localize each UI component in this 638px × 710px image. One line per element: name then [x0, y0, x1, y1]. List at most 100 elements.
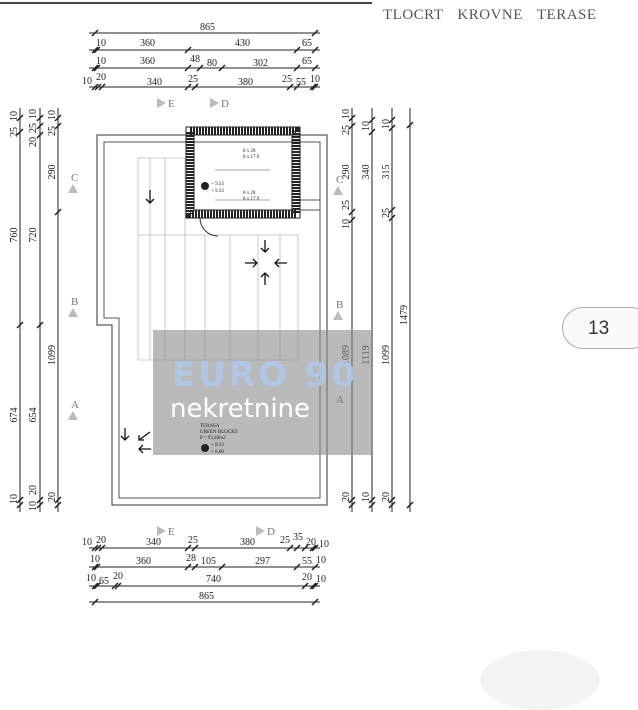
- level-label: + 8.33: [211, 443, 224, 448]
- roof-inner-edge: [103, 141, 321, 499]
- stair-label: 8 x 28: [243, 149, 256, 154]
- dimension-tick: [191, 544, 199, 552]
- svg-text:E: E: [168, 526, 175, 538]
- dimension-tick: [91, 582, 99, 590]
- dimension-tick: [388, 124, 396, 132]
- background-shape: [480, 650, 600, 710]
- section-marker: A: [68, 399, 79, 420]
- dimension-tick: [196, 64, 204, 72]
- dimension-tick: [348, 114, 356, 122]
- dimension-tick: [91, 83, 99, 91]
- dimension-tick: [16, 128, 24, 136]
- dimension-label: 35: [293, 532, 303, 543]
- dimension-label: 10: [28, 109, 39, 119]
- dimension-label: 65: [302, 38, 312, 49]
- dimension-label: 25: [9, 127, 20, 137]
- dimension-label: 1099: [381, 345, 392, 365]
- dimension-label: 20: [341, 492, 352, 502]
- dimension-label: 720: [28, 228, 39, 243]
- svg-text:B: B: [336, 299, 343, 311]
- dimension-label: 340: [147, 77, 162, 88]
- door-swing: [199, 217, 219, 237]
- roof-outer-edge: [96, 134, 328, 506]
- dimension-tick: [91, 64, 99, 72]
- svg-text:A: A: [71, 399, 79, 411]
- dimension-tick: [94, 544, 102, 552]
- dimension-label: 25: [381, 208, 392, 218]
- dimension-tick: [293, 544, 301, 552]
- section-marker: E: [157, 98, 175, 110]
- dimension-label: 20: [96, 72, 106, 83]
- dimension-label: 674: [9, 408, 20, 423]
- section-marker: A: [333, 394, 344, 415]
- dimension-tick: [91, 598, 99, 606]
- dimension-label: 10: [82, 537, 92, 548]
- dimension-tick: [388, 214, 396, 222]
- watermark-subtitle: nekretnine: [170, 394, 310, 424]
- slope-arrows-icon: [120, 190, 287, 454]
- dimension-label: 10: [96, 56, 106, 67]
- dimension-tick: [388, 206, 396, 214]
- dimension-label: 1099: [47, 345, 58, 365]
- dimension-tick: [388, 496, 396, 504]
- dimension-tick: [36, 131, 44, 139]
- dimension-tick: [368, 128, 376, 136]
- dimension-tick: [311, 563, 319, 571]
- dimension-tick: [98, 544, 106, 552]
- level-label: + 9.33: [211, 182, 224, 187]
- svg-text:E: E: [168, 98, 175, 110]
- dimension-label: 10: [310, 74, 320, 85]
- section-marker: D: [256, 526, 275, 538]
- dimension-label: 10: [28, 501, 39, 511]
- dimension-tick: [301, 544, 309, 552]
- dimension-tick: [311, 46, 319, 54]
- dimension-tick: [184, 563, 192, 571]
- dimension-tick: [91, 29, 99, 37]
- drawing-title: TLOCRT KROVNE TERASE: [383, 7, 597, 23]
- svg-text:A: A: [336, 394, 344, 406]
- dimension-label: 360: [140, 56, 155, 67]
- dimension-label: 48: [190, 54, 200, 65]
- dimension-tick: [93, 563, 101, 571]
- dimension-label: 20: [47, 492, 58, 502]
- dimension-label: 297: [255, 556, 270, 567]
- section-marker: C: [68, 172, 78, 193]
- dimension-tick: [54, 114, 62, 122]
- page-number-badge[interactable]: 13: [562, 307, 638, 349]
- dimension-tick: [309, 544, 317, 552]
- dimension-tick: [293, 83, 301, 91]
- dimension-label: 25: [280, 535, 290, 546]
- dimension-tick: [111, 582, 119, 590]
- dimension-label: 340: [361, 165, 372, 180]
- dimension-label: 55: [302, 556, 312, 567]
- dimension-tick: [293, 64, 301, 72]
- dimension-tick: [368, 501, 376, 509]
- dimension-label: 105: [201, 556, 216, 567]
- dimension-tick: [184, 83, 192, 91]
- dimension-tick: [98, 83, 106, 91]
- dimension-tick: [36, 496, 44, 504]
- dimension-label: 380: [240, 537, 255, 548]
- section-marker: B: [333, 299, 343, 320]
- dimension-tick: [94, 83, 102, 91]
- dimension-tick: [348, 208, 356, 216]
- dimension-tick: [91, 544, 99, 552]
- dimension-tick: [191, 563, 199, 571]
- level-marker-icon: [201, 444, 209, 452]
- dimension-label: 380: [238, 77, 253, 88]
- dimension-tick: [388, 116, 396, 124]
- dimension-label: 10: [86, 573, 96, 584]
- dimension-label: 25: [47, 126, 58, 136]
- dimension-tick: [54, 208, 62, 216]
- terrace-label: P = 93,40m2: [200, 436, 226, 441]
- dimension-tick: [348, 122, 356, 130]
- dimension-label: 10: [47, 110, 58, 120]
- dimension-tick: [309, 83, 317, 91]
- dimension-label: 10: [9, 111, 20, 121]
- dimension-label: 290: [47, 165, 58, 180]
- level-label: + 8.00: [211, 450, 224, 455]
- dimension-label: 340: [146, 537, 161, 548]
- dimension-label: 10: [381, 119, 392, 129]
- dimension-tick: [191, 83, 199, 91]
- dimension-tick: [311, 29, 319, 37]
